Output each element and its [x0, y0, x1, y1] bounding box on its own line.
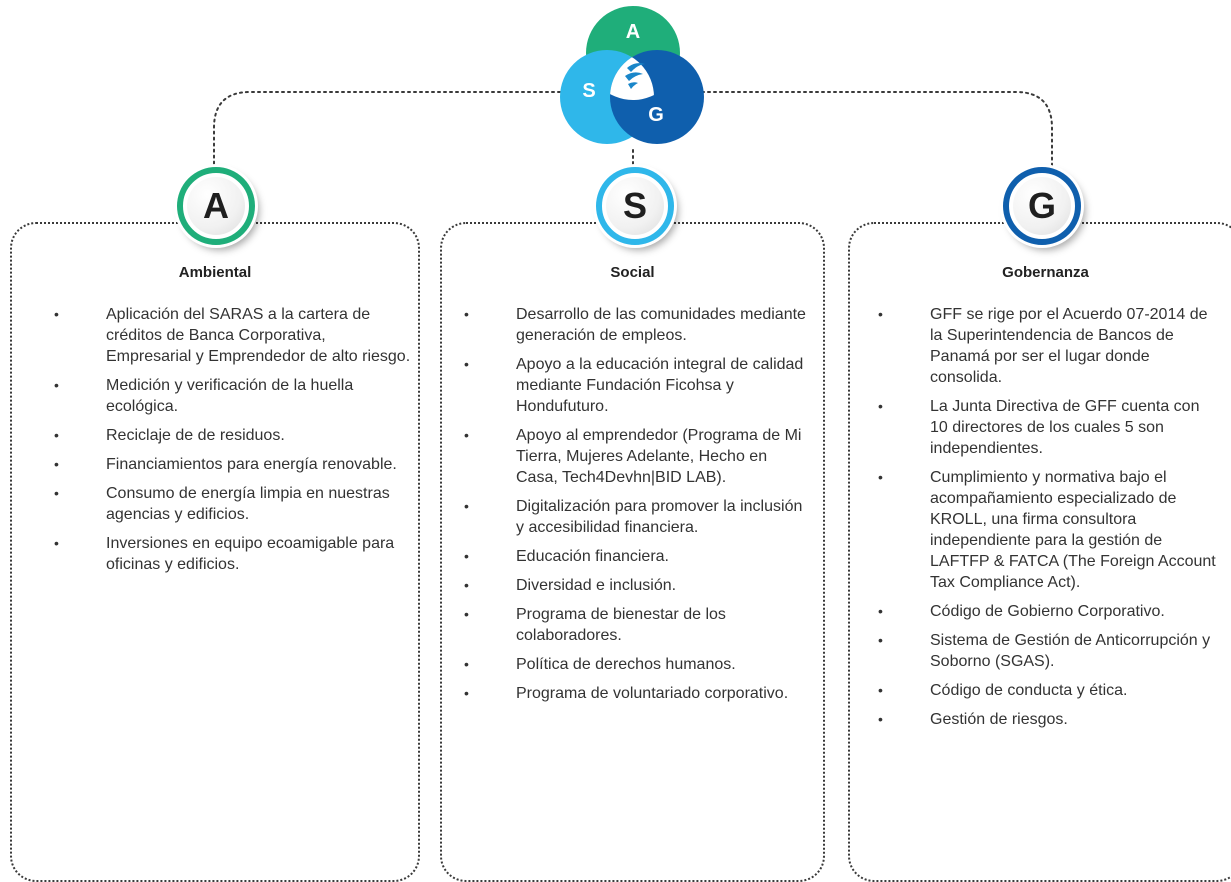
logo-letter-a: A [625, 21, 641, 43]
list-item: •GFF se rige por el Acuerdo 07-2014 de l… [878, 306, 1208, 386]
badge-letter: G [1013, 177, 1071, 235]
badge-g: G [1003, 167, 1081, 245]
panel-ambiental: Ambiental •Aplicación del SARAS a la car… [10, 222, 420, 882]
list-item: •Apoyo al emprendedor (Programa de Mi Ti… [464, 427, 802, 486]
list-item: •Educación financiera. [464, 548, 669, 565]
connector-left [213, 91, 567, 169]
list-item: •Financiamientos para energía renovable. [54, 456, 397, 473]
list-item: •Código de conducta y ética. [878, 682, 1128, 699]
item-list: •Desarrollo de las comunidades mediante … [452, 304, 807, 712]
list-item: •Política de derechos humanos. [464, 656, 736, 673]
connector-right [701, 91, 1053, 169]
list-item: •Consumo de energía limpia en nuestras a… [54, 485, 390, 523]
badge-letter: S [606, 177, 664, 235]
list-item: •Digitalización para promover la inclusi… [464, 498, 803, 536]
list-item: •Gestión de riesgos. [878, 711, 1068, 728]
asg-logo: A S G [555, 5, 705, 160]
panel-title: Social [610, 264, 655, 281]
list-item: •Cumplimiento y normativa bajo el acompa… [878, 469, 1216, 591]
panel-title: Gobernanza [1002, 264, 1089, 281]
item-list: •Aplicación del SARAS a la cartera de cr… [42, 304, 412, 583]
list-item: •La Junta Directiva de GFF cuenta con 10… [878, 398, 1200, 457]
asg-venn-graphic [560, 6, 704, 144]
list-item: •Sistema de Gestión de Anticorrupción y … [878, 632, 1211, 670]
list-item: •Programa de bienestar de los colaborado… [464, 606, 726, 644]
list-item: •Aplicación del SARAS a la cartera de cr… [54, 306, 411, 365]
list-item: •Reciclaje de de residuos. [54, 427, 285, 444]
badge-letter: A [187, 177, 245, 235]
list-item: •Diversidad e inclusión. [464, 577, 677, 594]
logo-letter-s: S [582, 80, 596, 102]
item-list: •GFF se rige por el Acuerdo 07-2014 de l… [866, 304, 1218, 738]
panel-gobernanza: Gobernanza •GFF se rige por el Acuerdo 0… [848, 222, 1231, 882]
list-item: •Programa de voluntariado corporativo. [464, 685, 789, 702]
list-item: •Código de Gobierno Corporativo. [878, 603, 1165, 620]
list-item: •Apoyo a la educación integral de calida… [464, 356, 804, 415]
panel-social: Social •Desarrollo de las comunidades me… [440, 222, 825, 882]
badge-s: S [596, 167, 674, 245]
badge-a: A [177, 167, 255, 245]
list-item: •Inversiones en equipo ecoamigable para … [54, 535, 395, 573]
logo-letter-g: G [648, 104, 664, 126]
brand-mark-icon [625, 63, 645, 89]
panel-title: Ambiental [178, 264, 252, 281]
list-item: •Medición y verificación de la huella ec… [54, 377, 354, 415]
list-item: •Desarrollo de las comunidades mediante … [464, 306, 806, 344]
